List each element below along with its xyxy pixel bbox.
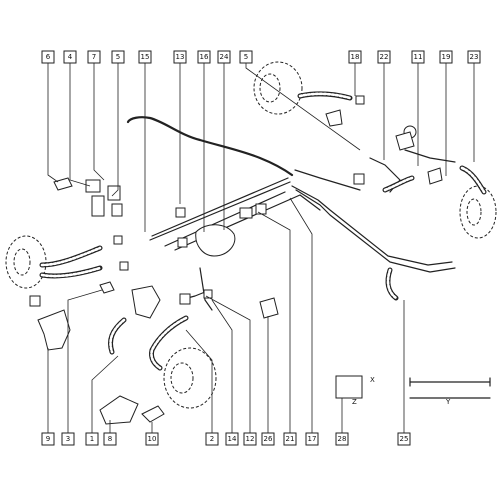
callout-10: 10	[145, 432, 159, 446]
callout-6: 6	[41, 50, 55, 64]
callout-8: 8	[103, 432, 117, 446]
callout-number: 13	[176, 53, 185, 61]
callout-28: 28	[335, 432, 349, 446]
union-part-7	[179, 293, 191, 305]
callout-number: 6	[46, 53, 51, 61]
union-part-5	[239, 207, 253, 219]
union-part-3	[175, 207, 186, 218]
bolt-3	[99, 281, 115, 294]
wheel-front-left	[5, 235, 47, 289]
callout-number: 1	[90, 435, 94, 443]
callout-number: 23	[470, 53, 479, 61]
callout-number: 11	[414, 53, 423, 61]
callout-18: 18	[348, 50, 362, 64]
callout-number: 21	[286, 435, 295, 443]
callout-number: 16	[200, 53, 209, 61]
callout-number: 12	[246, 435, 255, 443]
bracket-8	[99, 395, 139, 425]
callout-number: 2	[210, 435, 214, 443]
callout-23: 23	[467, 50, 481, 64]
callout-26: 26	[261, 432, 275, 446]
callout-number: 5	[244, 53, 248, 61]
callout-number: 28	[338, 435, 347, 443]
callout-25: 25	[397, 432, 411, 446]
callout-7: 7	[87, 50, 101, 64]
bracket-18	[325, 109, 343, 127]
wheel-rear-right	[253, 61, 303, 115]
callout-24: 24	[217, 50, 231, 64]
clip-26	[259, 297, 279, 319]
bolt-6	[53, 177, 73, 191]
callout-5: 5	[111, 50, 125, 64]
dimension-z-label: Z	[352, 398, 357, 406]
bolt-9	[29, 295, 41, 307]
union-part-2	[119, 261, 129, 271]
callout-number: 18	[351, 53, 360, 61]
callout-number: 17	[308, 435, 317, 443]
dimension-x-label: X	[370, 376, 375, 384]
bracket-plate	[91, 195, 105, 217]
clip-part	[107, 185, 121, 201]
bracket-22	[395, 131, 415, 151]
callout-3: 3	[61, 432, 75, 446]
callout-number: 3	[66, 435, 70, 443]
callout-16: 16	[197, 50, 211, 64]
callout-4: 4	[63, 50, 77, 64]
callout-number: 9	[46, 435, 50, 443]
union-part-9	[355, 95, 365, 105]
brake-compensator	[195, 224, 236, 257]
callout-21: 21	[283, 432, 297, 446]
union-part-11	[353, 173, 365, 185]
union-part-8	[203, 289, 213, 299]
callout-22: 22	[377, 50, 391, 64]
wheel-front-right	[163, 347, 217, 409]
callout-number: 25	[400, 435, 409, 443]
callout-number: 19	[442, 53, 451, 61]
callout-number: 26	[264, 435, 273, 443]
callout-number: 10	[148, 435, 157, 443]
callout-2: 2	[205, 432, 219, 446]
union-part	[113, 235, 123, 245]
clip-part-lower	[111, 203, 123, 217]
wheel-rear-left	[459, 185, 497, 239]
bracket-part	[85, 179, 101, 193]
callout-17: 17	[305, 432, 319, 446]
callout-14: 14	[225, 432, 239, 446]
callout-number: 7	[92, 53, 96, 61]
brake-hoses	[39, 91, 487, 371]
callout-19: 19	[439, 50, 453, 64]
callout-number: 8	[108, 435, 112, 443]
callout-number: 14	[228, 435, 237, 443]
fitting-28	[335, 375, 363, 399]
components	[29, 95, 443, 425]
callout-13: 13	[173, 50, 187, 64]
callout-9: 9	[41, 432, 55, 446]
callout-12: 12	[243, 432, 257, 446]
callout-number: 15	[141, 53, 150, 61]
callout-5: 5	[239, 50, 253, 64]
callout-number: 24	[220, 53, 229, 61]
callout-15: 15	[138, 50, 152, 64]
bolt-10	[141, 405, 165, 423]
union-part-6	[255, 203, 267, 215]
callout-1: 1	[85, 432, 99, 446]
callout-number: 22	[380, 53, 389, 61]
callout-11: 11	[411, 50, 425, 64]
callout-number: 5	[116, 53, 120, 61]
bracket-3	[131, 285, 161, 319]
dimension-y-label: Y	[445, 398, 451, 406]
union-part-4	[177, 237, 188, 248]
bracket-9	[37, 309, 71, 351]
dimension-scale: Y X Z	[352, 376, 491, 406]
callout-number: 4	[68, 53, 73, 61]
bracket-19	[427, 167, 443, 185]
